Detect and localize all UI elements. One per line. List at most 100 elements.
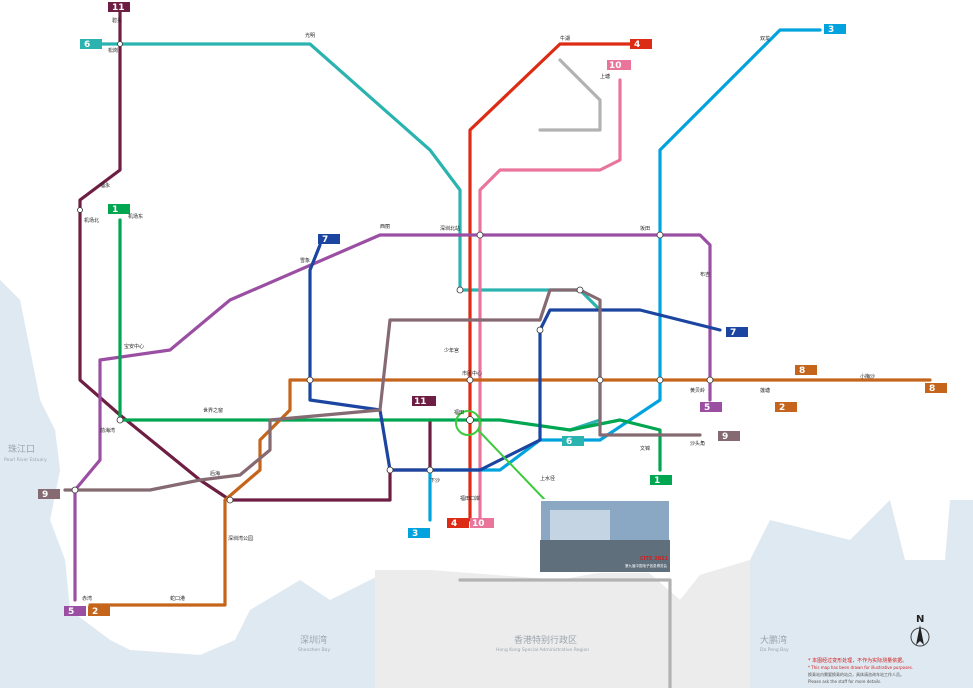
svg-text:5: 5 [704, 403, 710, 413]
svg-text:深圳湾: 深圳湾 [300, 634, 327, 646]
svg-text:换乘站内需要换乘的站点，具体请咨询车站工作人员。: 换乘站内需要换乘的站点，具体请咨询车站工作人员。 [808, 671, 904, 677]
station-dot[interactable] [466, 376, 474, 384]
photo-title: CITE 2021 [640, 556, 669, 562]
region-shenzhen-bay: 深圳湾 Shenzhen Bay [298, 634, 330, 653]
line-badge-9-west[interactable]: 9 [38, 489, 60, 500]
svg-text:10: 10 [609, 61, 622, 71]
line-badge-11-center[interactable]: 11 [412, 396, 436, 407]
svg-text:* This map has been drawn for: * This map has been drawn for illustrati… [808, 665, 913, 670]
station-dot[interactable] [71, 486, 79, 494]
line-badge-11[interactable]: 11 [108, 2, 130, 13]
region-dapeng-bay: 大鹏湾 Da Peng Bay [760, 634, 789, 653]
svg-text:Hong Kong Special Administrati: Hong Kong Special Administrative Region [496, 647, 589, 653]
svg-text:7: 7 [322, 235, 328, 245]
station-label: 深圳北站 [440, 225, 460, 232]
line-badge-1-south[interactable]: 1 [650, 475, 672, 486]
sea-pearl-river [0, 280, 200, 688]
station-dot[interactable] [466, 416, 474, 424]
svg-text:大鹏湾: 大鹏湾 [760, 634, 787, 646]
station-label: 碧头 [112, 17, 122, 24]
station-label: 世界之窗 [203, 407, 223, 414]
line-9-track [63, 288, 702, 492]
line-badge-3[interactable]: 3 [824, 24, 846, 35]
svg-text:6: 6 [566, 437, 572, 447]
station-dot[interactable] [456, 286, 464, 294]
station-label: 双龙 [760, 35, 770, 42]
station-label: 机场北 [84, 217, 99, 224]
station-label: 宝安中心 [124, 343, 144, 350]
line-badge-6-south[interactable]: 6 [562, 436, 584, 447]
svg-text:Please ask the staff for more: Please ask the staff for more details. [808, 679, 881, 684]
station-label: 赤湾 [82, 595, 92, 602]
line-badge-10[interactable]: 10 [607, 60, 631, 71]
line-5-track [73, 233, 712, 602]
line-badge-4-south[interactable]: 4 [447, 518, 469, 529]
svg-text:10: 10 [472, 519, 485, 529]
line-badge-7-east[interactable]: 7 [726, 327, 748, 338]
line-east-rail [458, 578, 672, 690]
svg-text:8: 8 [929, 384, 935, 394]
station-dot[interactable] [386, 466, 394, 474]
highlight-pointer [477, 429, 546, 501]
station-dot[interactable] [226, 496, 234, 504]
svg-text:6: 6 [84, 40, 90, 50]
line-badge-6[interactable]: 6 [80, 39, 102, 50]
station-label: 文锦 [640, 445, 650, 452]
station-label: 雪象 [300, 257, 310, 264]
svg-text:Da Peng Bay: Da Peng Bay [760, 647, 789, 653]
station-label: 市民中心 [462, 370, 482, 377]
svg-text:11: 11 [414, 397, 427, 407]
station-dot[interactable] [656, 376, 664, 384]
line-badge-3-south[interactable]: 3 [408, 528, 430, 539]
svg-text:2: 2 [779, 403, 785, 413]
svg-text:香港特别行政区: 香港特别行政区 [514, 634, 577, 646]
region-hong-kong: 香港特别行政区 Hong Kong Special Administrative… [496, 634, 589, 653]
svg-text:Shenzhen Bay: Shenzhen Bay [298, 647, 330, 653]
station-label: 福田 [454, 409, 464, 416]
line-badge-5-west[interactable]: 5 [64, 606, 86, 617]
svg-text:11: 11 [112, 3, 125, 13]
station-label: 西丽 [380, 224, 390, 230]
station-label: 深圳湾公园 [228, 535, 253, 542]
land-shenzhen [0, 0, 973, 655]
line-10-track [478, 78, 622, 522]
line-badge-9-east[interactable]: 9 [718, 431, 740, 442]
line-badge-8-east[interactable]: 8 [925, 383, 947, 394]
station-label: 机场东 [128, 213, 143, 220]
station-label: 布吉 [700, 271, 710, 278]
line-badge-5-east[interactable]: 5 [700, 402, 722, 413]
station-dot[interactable] [596, 376, 604, 384]
line-badge-4[interactable]: 4 [630, 39, 652, 50]
station-dot[interactable] [656, 231, 664, 239]
station-dot[interactable] [536, 326, 544, 334]
svg-text:5: 5 [68, 607, 74, 617]
station-dot[interactable] [426, 466, 434, 474]
line-badge-1[interactable]: 1 [108, 204, 130, 215]
station-label: 前海湾 [100, 427, 115, 434]
station-label: 上水径 [540, 475, 555, 482]
svg-text:2: 2 [92, 607, 98, 617]
map-notes: * 本图经过变形处理，不作为实际测量依据。 * This map has bee… [808, 657, 913, 684]
region-pearl-river: 珠江口 Pearl River Estuary [4, 443, 47, 463]
svg-text:N: N [916, 614, 924, 625]
station-label: 福田口岸 [460, 495, 480, 502]
station-dot[interactable] [117, 41, 123, 47]
station-label: 光明 [305, 32, 315, 39]
station-dot[interactable] [77, 207, 83, 213]
station-label: 牛湖 [560, 35, 570, 42]
line-badge-10-south[interactable]: 10 [470, 518, 494, 529]
line-badge-7[interactable]: 7 [318, 234, 340, 245]
station-dot[interactable] [116, 416, 124, 424]
svg-text:Pearl River Estuary: Pearl River Estuary [4, 457, 47, 463]
line-2-track [88, 378, 932, 607]
station-dot[interactable] [576, 286, 584, 294]
station-dot[interactable] [706, 376, 714, 384]
line-badge-2-west[interactable]: 2 [88, 606, 110, 617]
svg-text:* 本图经过变形处理，不作为实际测量依据。: * 本图经过变形处理，不作为实际测量依据。 [808, 657, 907, 664]
station-dot[interactable] [306, 376, 314, 384]
station-dot[interactable] [476, 231, 484, 239]
line-badge-8[interactable]: 8 [795, 365, 817, 376]
photo-inset: CITE 2021 第九届中国电子信息博览会 [539, 499, 671, 573]
line-badge-2-east[interactable]: 2 [775, 402, 797, 413]
